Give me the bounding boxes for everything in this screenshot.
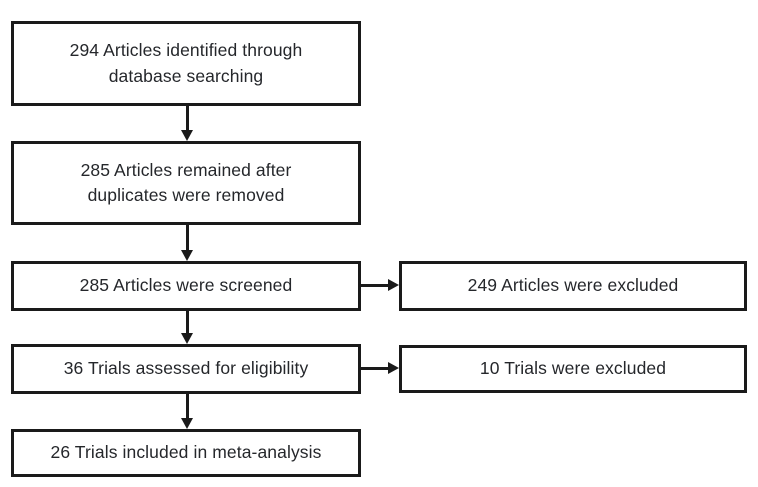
- flow-node-articles-identified: 294 Articles identified through database…: [11, 21, 361, 106]
- arrow-stem: [361, 367, 389, 370]
- arrow-head-right-icon: [388, 279, 399, 291]
- flow-node-trials-included-in-meta-analysis: 26 Trials included in meta-analysis: [11, 429, 361, 477]
- flow-node-articles-remained-after-duplicates: 285 Articles remained after duplicates w…: [11, 141, 361, 225]
- flow-node-label: 285 Articles remained after duplicates w…: [80, 159, 292, 205]
- arrow-deduped-to-screened: [181, 225, 193, 261]
- arrow-head-down-icon: [181, 418, 193, 429]
- arrow-stem: [186, 225, 189, 250]
- arrow-stem: [186, 311, 189, 333]
- flow-node-articles-excluded: 249 Articles were excluded: [399, 261, 747, 311]
- arrow-stem: [186, 394, 189, 418]
- flow-node-articles-screened: 285 Articles were screened: [11, 261, 361, 311]
- flow-node-label: 26 Trials included in meta-analysis: [50, 442, 322, 463]
- flow-node-label: 294 Articles identified through database…: [69, 40, 303, 86]
- arrow-stem: [361, 284, 389, 287]
- arrow-identified-to-deduped: [181, 106, 193, 141]
- flow-node-trials-excluded: 10 Trials were excluded: [399, 345, 747, 393]
- flow-node-label: 249 Articles were excluded: [467, 275, 679, 296]
- flow-node-label: 36 Trials assessed for eligibility: [63, 358, 309, 379]
- arrow-head-down-icon: [181, 130, 193, 141]
- arrow-head-down-icon: [181, 250, 193, 261]
- arrow-screened-to-eligible: [181, 311, 193, 344]
- arrow-eligible-to-excluded-trials: [361, 362, 399, 374]
- arrow-screened-to-excluded-articles: [361, 279, 399, 291]
- arrow-head-down-icon: [181, 333, 193, 344]
- flow-node-label: 285 Articles were screened: [79, 275, 293, 296]
- arrow-stem: [186, 106, 189, 130]
- arrow-head-right-icon: [388, 362, 399, 374]
- flow-node-label: 10 Trials were excluded: [479, 358, 667, 379]
- flow-node-trials-assessed-for-eligibility: 36 Trials assessed for eligibility: [11, 344, 361, 394]
- arrow-eligible-to-included: [181, 394, 193, 429]
